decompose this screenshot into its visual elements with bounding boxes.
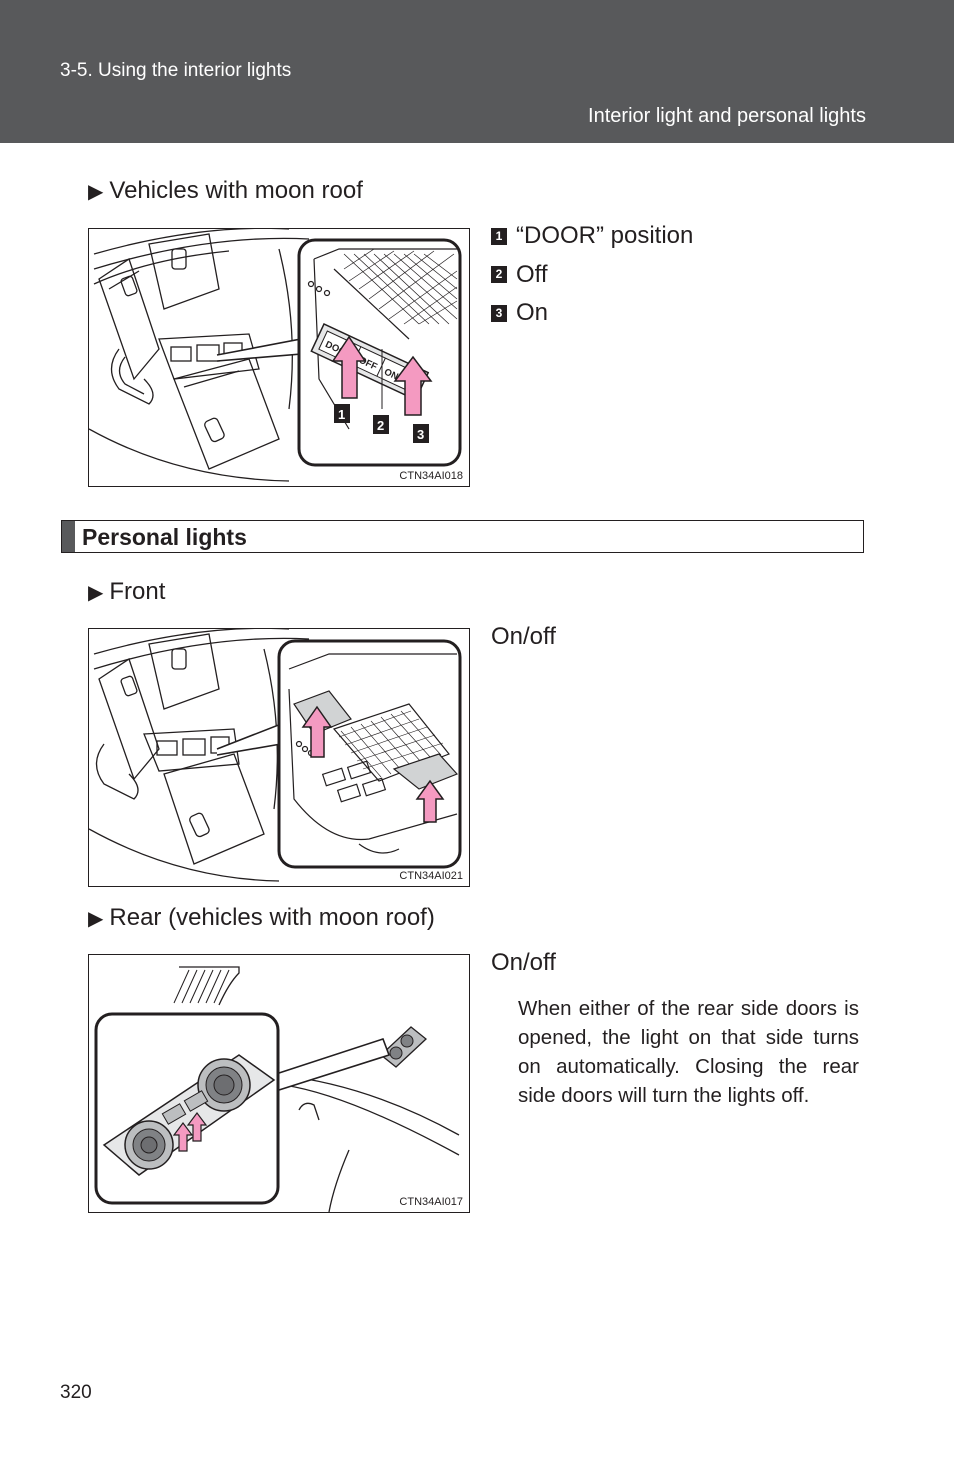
page-header: 3-5. Using the interior lights Interior … — [0, 0, 954, 143]
figure-code: CTN34AI021 — [399, 870, 463, 882]
front-caption: On/off — [491, 623, 556, 650]
page-number: 320 — [60, 1382, 92, 1403]
triangle-bullet-icon: ▶ — [88, 582, 104, 604]
subheading-front: ▶Front — [88, 578, 166, 605]
section-title: Interior light and personal lights — [588, 105, 866, 127]
up-arrow-icon — [415, 779, 445, 823]
triangle-bullet-icon: ▶ — [88, 908, 104, 930]
heading-bar — [62, 521, 75, 552]
legend-list: 1 “DOOR” position 2 Off 3 On — [491, 217, 693, 333]
up-arrow-icon — [172, 1122, 194, 1152]
badge-2-icon: 2 — [491, 266, 507, 284]
badge-1-icon — [334, 404, 350, 423]
badge-3-icon — [413, 424, 429, 443]
legend-item-off: 2 Off — [491, 256, 693, 295]
triangle-bullet-icon: ▶ — [88, 181, 104, 203]
rear-personal-lights-illustration — [94, 966, 460, 1212]
figure-rear-personal-lights: CTN34AI017 — [88, 954, 470, 1213]
badge-3-icon: 3 — [491, 304, 507, 322]
subheading-moon-roof: ▶Vehicles with moon roof — [88, 177, 363, 204]
up-arrow-icon — [186, 1112, 208, 1142]
front-personal-lights-illustration — [89, 629, 462, 882]
subheading-rear: ▶Rear (vehicles with moon roof) — [88, 904, 435, 931]
svg-text:3: 3 — [417, 427, 424, 442]
badge-1-icon: 1 — [491, 227, 507, 245]
figure-code: CTN34AI018 — [399, 470, 463, 482]
up-arrow-icon — [393, 355, 433, 416]
figure-front-personal-lights: CTN34AI021 — [88, 628, 470, 887]
svg-text:2: 2 — [377, 418, 384, 433]
figure-code: CTN34AI017 — [399, 1196, 463, 1208]
legend-item-door: 1 “DOOR” position — [491, 217, 693, 256]
rear-caption: On/off — [491, 949, 556, 976]
figure-moon-roof-switch: DOOR OFF ON 1 2 3 CTN34AI018 — [88, 228, 470, 487]
badge-2-icon — [373, 415, 389, 434]
section-heading-personal-lights: Personal lights — [61, 520, 864, 553]
rear-description: When either of the rear side doors is op… — [518, 997, 859, 1107]
chapter-title: 3-5. Using the interior lights — [60, 60, 292, 81]
svg-text:1: 1 — [338, 407, 345, 422]
moon-roof-switch-illustration: DOOR OFF ON 1 2 3 — [89, 229, 462, 482]
legend-item-on: 3 On — [491, 294, 693, 333]
up-arrow-icon — [301, 705, 333, 758]
up-arrow-icon — [331, 335, 367, 399]
